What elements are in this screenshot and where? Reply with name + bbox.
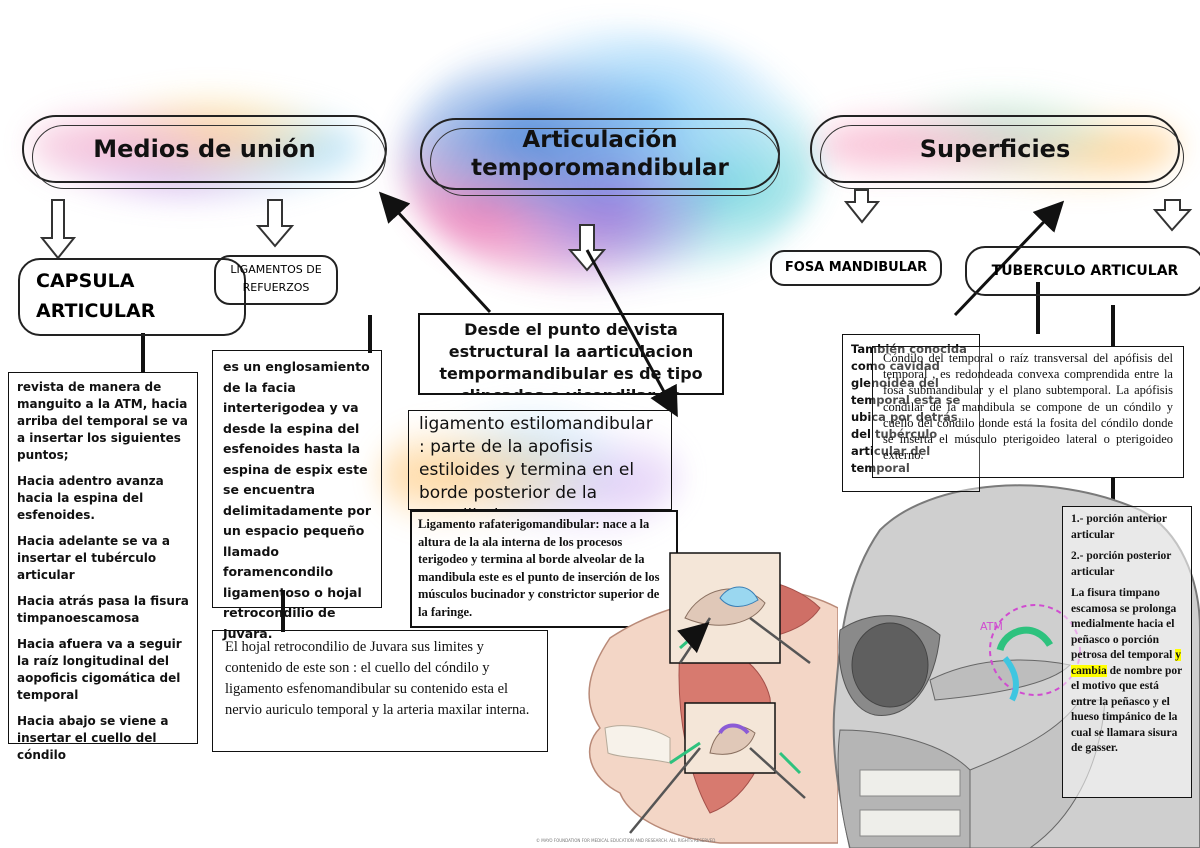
capsula-description: revista de manera de manguito a la ATM, … <box>8 372 198 744</box>
hollow-arrow-articulacion <box>570 225 604 270</box>
capsula-line-6: Hacia abajo se viene a insertar el cuell… <box>17 713 189 764</box>
hollow-arrow-capsula <box>42 200 74 258</box>
porcion-posterior: 2.- porción posterior articular <box>1071 549 1183 580</box>
capsula-line-5: Hacia afuera va a seguir la raíz longitu… <box>17 636 189 704</box>
estructural-description: Desde el punto de vista estructural la a… <box>418 313 724 395</box>
englosamiento-description: es un englosamiento de la facia interter… <box>212 350 382 608</box>
juvara-description: El hojal retrocondilio de Juvara sus lim… <box>212 630 548 752</box>
image-caption: © MAYO FOUNDATION FOR MEDICAL EDUCATION … <box>536 838 836 843</box>
porciones-description: 1.- porción anterior articular 2.- porci… <box>1062 506 1192 798</box>
hollow-arrow-fosa <box>846 190 878 222</box>
estilomandibular-description: ligamento estilomandibular : parte de la… <box>408 410 672 510</box>
node-capsula-articular: CAPSULA ARTICULAR <box>18 258 246 336</box>
node-ligamentos-refuerzos: LIGAMENTOS DE REFUERZOS <box>214 255 338 305</box>
porcion-anterior: 1.- porción anterior articular <box>1071 512 1183 543</box>
node-tuberculo-articular: TUBERCULO ARTICULAR <box>965 246 1200 296</box>
capsula-line-1: revista de manera de manguito a la ATM, … <box>17 379 189 464</box>
capsula-line-3: Hacia adelante se va a insertar el tubér… <box>17 533 189 584</box>
atm-label: ATM <box>980 620 1003 633</box>
capsula-line-2: Hacia adentro avanza hacia la espina del… <box>17 473 189 524</box>
hollow-arrow-ligamentos <box>258 200 292 246</box>
hollow-arrow-tuberculo <box>1155 200 1190 230</box>
eye-socket <box>852 623 928 707</box>
condilo-description: Cóndilo del temporal o raíz transversal … <box>872 346 1184 478</box>
capsula-line-4: Hacia atrás pasa la fisura timpanoescamo… <box>17 593 189 627</box>
jaw-illustration <box>570 548 838 848</box>
node-fosa-mandibular: FOSA MANDIBULAR <box>770 250 942 286</box>
fisura-text: La fisura timpano escamosa se prolonga m… <box>1071 586 1183 757</box>
